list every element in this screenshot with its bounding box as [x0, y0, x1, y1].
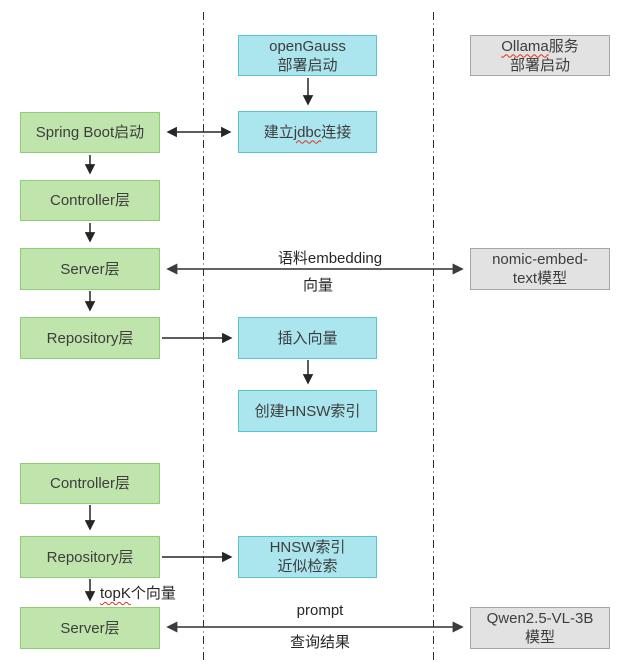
node-repository-1: Repository层 — [20, 317, 160, 359]
node-controller-1: Controller层 — [20, 180, 160, 221]
node-hnsw-search: HNSW索引 近似检索 — [238, 536, 377, 578]
node-qwen-line2: 模型 — [524, 629, 555, 646]
edge-label-prompt: prompt — [296, 602, 344, 619]
edge-label-topk-rest: 个向量 — [130, 585, 176, 602]
node-create-hnsw-index-label: 创建HNSW索引 — [254, 402, 361, 420]
node-insert-vector-label: 插入向量 — [277, 329, 338, 347]
node-repository-2: Repository层 — [20, 536, 160, 578]
node-jdbc-label: 建立jdbc连接 — [264, 123, 352, 142]
node-ollama-text-rest: 服务 — [548, 37, 579, 55]
node-jdbc-text-pre: 建立 — [263, 123, 294, 141]
node-hnsw-search-line1: HNSW索引 — [269, 539, 346, 556]
node-create-hnsw-index: 创建HNSW索引 — [238, 390, 377, 432]
node-controller-2: Controller层 — [20, 463, 160, 504]
node-server-1: Server层 — [20, 248, 160, 290]
node-opengauss-label: openGauss 部署启动 — [269, 37, 346, 75]
edge-label-vector: 向量 — [302, 277, 333, 294]
node-repository-1-label: Repository层 — [46, 329, 134, 347]
edge-label-topk-misspelled: topK — [100, 585, 131, 602]
node-jdbc-text-misspelled: jdbc — [293, 123, 322, 141]
node-server-2-label: Server层 — [60, 619, 120, 637]
node-opengauss-line2: 部署启动 — [277, 56, 338, 74]
node-qwen: Qwen2.5-VL-3B 模型 — [470, 607, 610, 649]
node-jdbc: 建立jdbc连接 — [238, 111, 377, 153]
node-qwen-line1: Qwen2.5-VL-3B — [486, 610, 594, 627]
node-ollama-line2: 部署启动 — [509, 56, 570, 74]
node-spring-boot-label: Spring Boot启动 — [35, 124, 145, 141]
node-insert-vector: 插入向量 — [238, 317, 377, 359]
node-ollama: Ollama服务 部署启动 — [470, 35, 610, 76]
node-opengauss: openGauss 部署启动 — [238, 35, 377, 76]
node-hnsw-search-line2: 近似检索 — [277, 558, 338, 575]
lane-separator-2 — [433, 12, 434, 660]
node-jdbc-text-post: 连接 — [321, 123, 352, 141]
node-ollama-text-misspelled: Ollama — [501, 37, 549, 55]
node-nomic-embed-line2: text模型 — [512, 270, 568, 287]
node-ollama-label: Ollama服务 部署启动 — [501, 37, 579, 75]
node-server-1-label: Server层 — [60, 260, 120, 278]
node-controller-1-label: Controller层 — [49, 192, 131, 209]
edge-label-topk: topK个向量 — [100, 582, 176, 603]
edge-label-corpus-embedding: 语料embedding — [277, 250, 383, 267]
lane-separator-1 — [203, 12, 204, 660]
node-hnsw-search-label: HNSW索引 近似检索 — [270, 538, 346, 576]
node-opengauss-line1: openGauss — [269, 37, 346, 55]
edge-label-query-result: 查询结果 — [289, 634, 350, 651]
node-nomic-embed: nomic-embed- text模型 — [470, 248, 610, 290]
node-repository-2-label: Repository层 — [46, 548, 134, 566]
node-server-2: Server层 — [20, 607, 160, 649]
node-nomic-embed-label: nomic-embed- text模型 — [492, 250, 588, 288]
node-qwen-label: Qwen2.5-VL-3B 模型 — [487, 609, 594, 647]
node-nomic-embed-line1: nomic-embed- — [492, 251, 588, 268]
node-controller-2-label: Controller层 — [49, 475, 131, 492]
node-spring-boot: Spring Boot启动 — [20, 112, 160, 153]
